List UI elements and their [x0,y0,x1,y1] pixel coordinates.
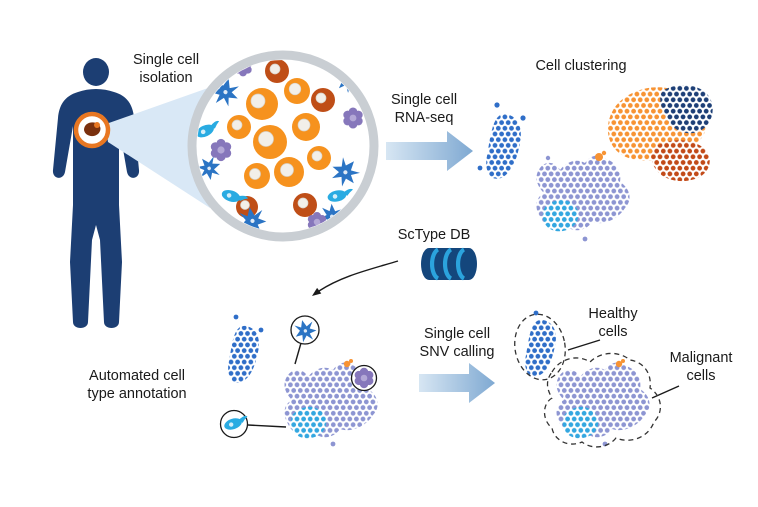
stray-dots-orange [595,150,607,161]
stray-dots-purple [545,155,588,242]
stray-dots-blue [477,102,526,171]
stray-dots-blue [233,314,264,333]
cluster-blue [228,325,259,383]
stray-dots-orange [343,359,353,368]
cluster-plot-clustering [477,85,713,242]
cluster-lightblue-malignant [562,406,599,439]
label-automated-annotation: Automated cell type annotation [87,368,187,402]
human-silhouette [52,58,140,328]
label-single-cell-rnaseq: Single cell RNA-seq [390,92,458,126]
rnaseq-arrow-icon [386,131,473,171]
magnifier-cone [106,88,210,208]
cluster-lightblue [542,199,579,232]
cluster-red [651,140,710,182]
healthy-dashed-outline [514,313,566,381]
cluster-blue-healthy [525,319,556,377]
connector-lines [247,260,680,428]
tissue-cells [197,60,365,232]
annotation-pointer-3 [247,424,287,428]
dashed-outlines [514,313,661,448]
snv-arrow-icon [419,363,495,403]
cluster-navy [660,85,713,134]
curved-arrow-line [318,260,399,292]
database-icon [421,247,477,281]
annotation-pointer-1 [294,342,302,365]
label-healthy-cells: Healthy cells [588,306,638,340]
healthy-pointer [567,339,601,351]
cluster-plot-annotation [219,314,378,447]
stray-dots-orange [615,359,625,368]
cluster-lightblue [290,406,327,439]
label-cell-clustering: Cell clustering [535,58,627,74]
stray-dots-purple [330,441,336,447]
cell-nuclei [231,63,327,210]
malignant-pointer [651,385,680,399]
label-malignant-cells: Malignant cells [669,350,733,384]
tissue-magnifier-circle [187,50,379,242]
organ-highlight-icon [73,111,111,149]
cluster-plot-snv [514,310,661,448]
cluster-blue [486,113,521,179]
label-single-cell-isolation: Single cell isolation [132,52,200,86]
stray-dots-blue [533,310,539,316]
curved-arrow-head-icon [312,287,322,296]
label-sctype-db: ScType DB [397,227,471,243]
malignant-dashed-outline [543,352,661,448]
label-single-cell-snv: Single cell SNV calling [419,326,495,360]
